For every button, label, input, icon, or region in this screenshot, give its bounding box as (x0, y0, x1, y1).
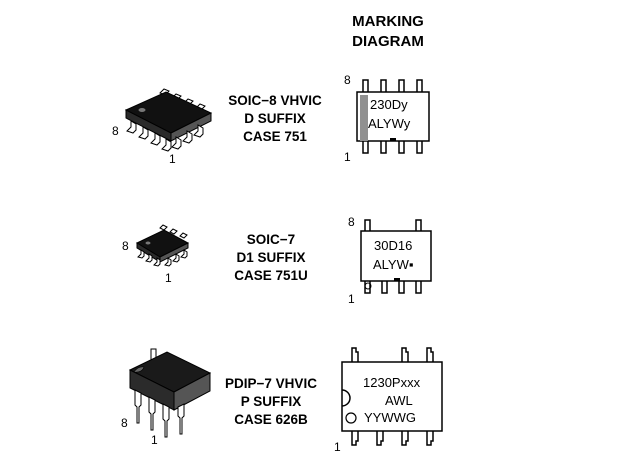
pdip7-body-outline (341, 361, 443, 432)
package-2-mark-pin-1: 1 (348, 292, 355, 306)
package-2-mark-pin-8: 8 (348, 215, 355, 229)
package-2-marking-code: ALYW (373, 257, 409, 272)
pdip7-notch (341, 389, 351, 407)
package-1-marking-line-2: ALYWy (368, 116, 411, 131)
package-1-mark-pin-1: 1 (344, 150, 351, 164)
package-3-case: CASE 626B (234, 412, 308, 427)
package-2-marking-line-2: ALYW▪ (373, 257, 414, 273)
package-1-suffix: D SUFFIX (244, 111, 306, 126)
package-3-label: PDIP−7 VHVIC P SUFFIX CASE 626B (196, 375, 346, 429)
package-2-label: SOIC−7 D1 SUFFIX CASE 751U (196, 231, 346, 285)
soic8-pin1-stripe (360, 95, 368, 141)
soic8-package-illustration (124, 88, 213, 152)
package-3-suffix: P SUFFIX (240, 394, 302, 409)
package-2-name: SOIC−7 (246, 232, 296, 247)
soic7-pin1-circle (364, 282, 372, 290)
package-2-marking-line-1: 30D16 (374, 238, 413, 253)
diagram-title: MARKING DIAGRAM (330, 12, 446, 52)
package-3-marking-line-3: YYWWG (364, 410, 416, 425)
package-2-case: CASE 751U (234, 268, 308, 283)
package-1-chip-pin-1: 1 (169, 152, 176, 166)
package-3-chip-pin-1: 1 (151, 433, 158, 447)
soic7-body-outline (360, 230, 432, 282)
package-3-name: PDIP−7 VHVIC (225, 376, 317, 391)
soic8-marking-diagram (356, 79, 430, 154)
soic7-package-illustration (135, 224, 190, 267)
package-3-chip-pin-8: 8 (121, 416, 128, 430)
package-2-marking-dot: ▪ (408, 257, 414, 272)
package-1-case: CASE 751 (243, 129, 307, 144)
soic8-body-outline (356, 91, 430, 142)
package-2-chip-pin-8: 8 (122, 239, 129, 253)
soic7-marking-diagram (360, 219, 432, 294)
package-3-marking-line-2: AWL (385, 393, 413, 408)
package-1-name: SOIC−8 VHVIC (228, 93, 322, 108)
package-2-suffix: D1 SUFFIX (236, 250, 306, 265)
package-1-mark-pin-8: 8 (344, 73, 351, 87)
pdip7-marking-diagram (341, 347, 443, 446)
pdip7-pin1-circle (345, 412, 357, 424)
title-line-1: MARKING (352, 13, 424, 30)
package-2-chip-pin-1: 1 (165, 271, 172, 285)
pdip7-package-illustration (128, 348, 212, 438)
package-3-mark-pin-1: 1 (334, 440, 341, 454)
package-1-label: SOIC−8 VHVIC D SUFFIX CASE 751 (200, 92, 350, 146)
title-line-2: DIAGRAM (352, 33, 424, 50)
package-1-marking-line-1: 230Dy (370, 97, 408, 112)
package-3-marking-line-1: 1230Pxxx (363, 375, 421, 390)
package-1-chip-pin-8: 8 (112, 124, 119, 138)
